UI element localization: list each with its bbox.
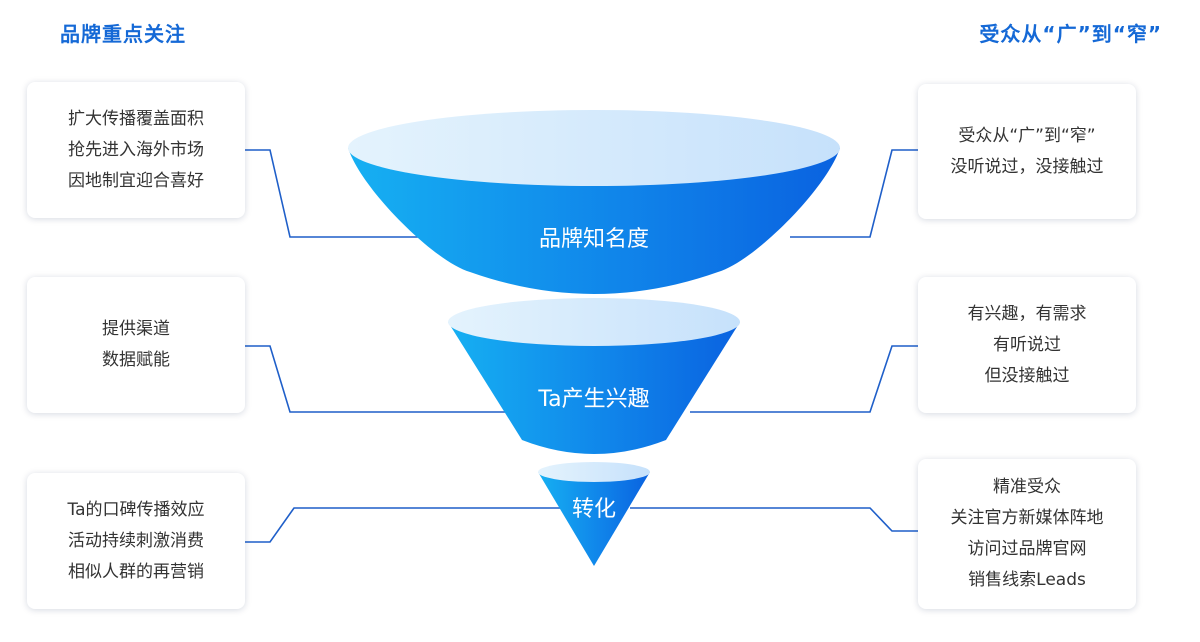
connector-left-3 — [232, 507, 560, 543]
card-line: 有听说过 — [993, 334, 1061, 355]
funnel-stage-label-1: 品牌知名度 — [539, 227, 649, 252]
card-line: 扩大传播覆盖面积 — [68, 108, 204, 129]
left-card-2: 提供渠道 数据赋能 — [27, 277, 245, 413]
card-line: 因地制宜迎合喜好 — [68, 170, 204, 191]
card-line: 没听说过，没接触过 — [950, 156, 1104, 177]
card-line: Ta的口碑传播效应 — [67, 499, 205, 520]
funnel-segment-1-top — [348, 110, 840, 186]
connector-right-2 — [690, 345, 930, 413]
funnel-segment-3 — [538, 472, 650, 566]
funnel-stage-label-2: Ta产生兴趣 — [537, 387, 649, 412]
left-column-title: 品牌重点关注 — [60, 22, 186, 46]
funnel-segment-2-top — [448, 298, 740, 346]
card-line: 有兴趣，有需求 — [967, 303, 1087, 324]
card-line: 精准受众 — [993, 477, 1061, 497]
card-line: 数据赋能 — [102, 350, 170, 370]
funnel-segment-3-top — [538, 462, 650, 482]
right-card-2: 有兴趣，有需求 有听说过 但没接触过 — [918, 277, 1136, 413]
right-card-1: 受众从“广”到“窄” 没听说过，没接触过 — [918, 84, 1136, 219]
card-line: 活动持续刺激消费 — [68, 530, 204, 551]
funnel-segment-1 — [348, 148, 840, 294]
connector-left-2 — [232, 345, 520, 413]
connector-left-1 — [232, 149, 420, 238]
right-column-title: 受众从“广”到“窄” — [979, 22, 1162, 46]
connector-right-1 — [790, 149, 930, 238]
card-line: 但没接触过 — [984, 365, 1070, 386]
right-card-3: 精准受众 关注官方新媒体阵地 访问过品牌官网 销售线索Leads — [918, 459, 1136, 609]
funnel-segment-2 — [448, 322, 740, 454]
card-line: 访问过品牌官网 — [967, 539, 1087, 559]
connector-right-3 — [630, 507, 930, 532]
left-card-1: 扩大传播覆盖面积 抢先进入海外市场 因地制宜迎合喜好 — [27, 82, 245, 218]
card-line: 抢先进入海外市场 — [68, 139, 204, 160]
card-line: 相似人群的再营销 — [68, 561, 204, 582]
funnel-stage-label-3: 转化 — [572, 497, 616, 522]
card-line: 关注官方新媒体阵地 — [950, 508, 1104, 528]
card-line: 受众从“广”到“窄” — [958, 125, 1096, 146]
card-line: 销售线索Leads — [968, 570, 1086, 590]
left-card-3: Ta的口碑传播效应 活动持续刺激消费 相似人群的再营销 — [27, 473, 245, 609]
card-line: 提供渠道 — [102, 319, 170, 339]
